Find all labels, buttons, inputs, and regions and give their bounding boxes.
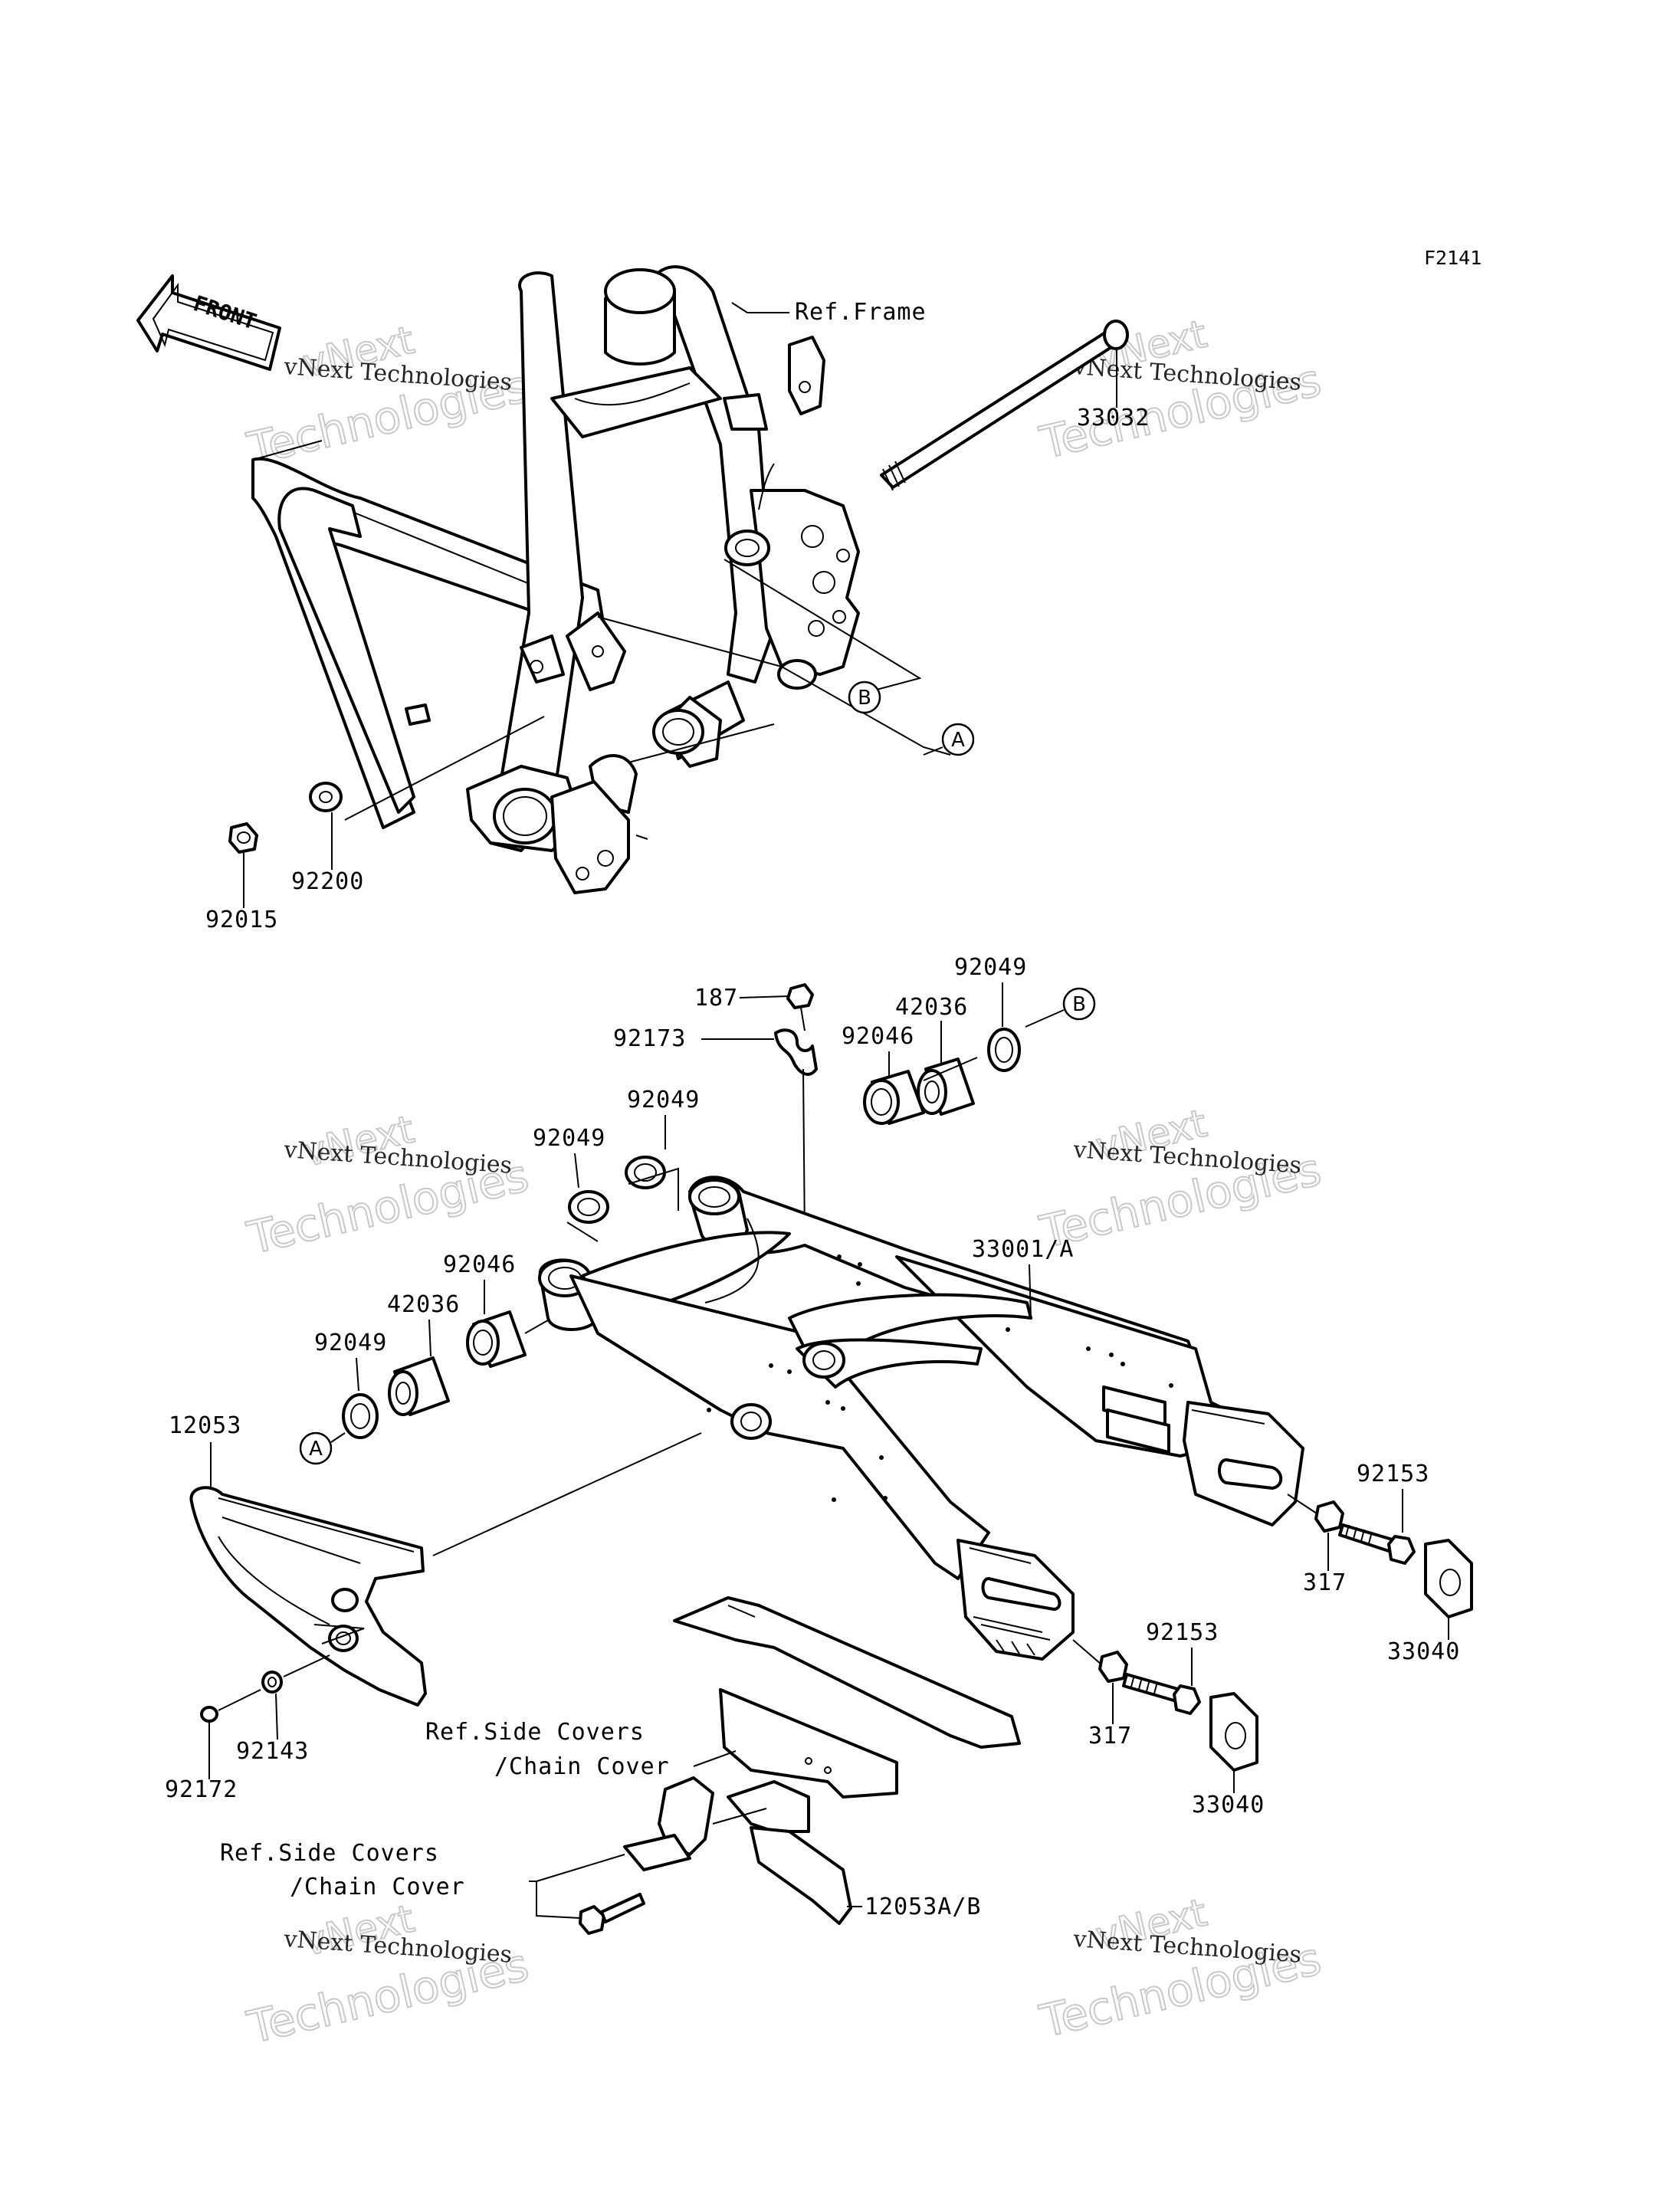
label-92049-low: 92049 (314, 1330, 387, 1356)
screw-92172 (200, 1706, 218, 1723)
label-92049-mid2: 92049 (627, 1087, 700, 1113)
svg-text:B: B (858, 687, 871, 710)
label-92153-r: 92153 (1357, 1461, 1429, 1487)
bearing-92046-low (466, 1310, 527, 1368)
circle-a-top: A (941, 723, 975, 756)
chain-guide-12053 (189, 1486, 427, 1707)
label-ref-side-covers-1: Ref.Side Covers (425, 1719, 645, 1746)
label-187: 187 (694, 985, 738, 1012)
clip-92173 (774, 1028, 818, 1076)
nut-317-r (1314, 1500, 1344, 1533)
chain-cover-upper (673, 1596, 1021, 1799)
label-92200: 92200 (291, 868, 364, 895)
label-chain-cover-2: /Chain Cover (290, 1874, 465, 1900)
svg-text:A: A (951, 729, 965, 752)
label-92173: 92173 (613, 1025, 686, 1052)
label-ref-frame: Ref.Frame (795, 299, 927, 326)
label-33032: 33032 (1077, 405, 1150, 431)
seal-92049-top (987, 1028, 1021, 1072)
label-92046-top: 92046 (842, 1023, 914, 1050)
ref-line-b (724, 559, 922, 694)
pivot-shaft-33032 (880, 320, 1129, 491)
label-92046-low: 92046 (443, 1251, 516, 1278)
bearing-92046-top (863, 1070, 925, 1125)
label-42036-low: 42036 (387, 1291, 460, 1318)
label-33001a: 33001/A (972, 1236, 1074, 1263)
bolt-92153-r (1338, 1523, 1416, 1565)
circle-b-lower: B (1062, 987, 1096, 1021)
nut-92015 (228, 822, 258, 854)
nut-317-c (1098, 1651, 1128, 1683)
svg-text:A: A (309, 1438, 323, 1461)
circle-a-lower: A (299, 1431, 333, 1465)
chain-cover-lower-12053ab (727, 1780, 852, 1925)
seal-92049-low (342, 1393, 379, 1439)
bolt-92153-c (1122, 1673, 1201, 1715)
label-92143: 92143 (236, 1738, 309, 1765)
frame-assembly (251, 265, 860, 894)
front-arrow-icon: FRONT (136, 274, 281, 371)
seal-92049-mid2 (625, 1156, 666, 1189)
label-12053ab: 12053A/B (865, 1894, 982, 1920)
plate-33040-r (1424, 1539, 1473, 1618)
washer-92200 (309, 782, 343, 812)
washer-92143 (261, 1671, 283, 1694)
sleeve-42036-low (388, 1356, 450, 1416)
label-33040-c: 33040 (1192, 1792, 1265, 1818)
circle-b-top: B (848, 680, 881, 714)
plate-33040-c (1209, 1692, 1258, 1772)
label-317-r: 317 (1303, 1569, 1347, 1596)
cover-bolt (579, 1893, 645, 1935)
svg-text:B: B (1072, 993, 1086, 1016)
label-92172: 92172 (165, 1776, 238, 1803)
seal-92049-mid1 (568, 1190, 609, 1224)
label-12053: 12053 (169, 1412, 241, 1439)
label-33040-r: 33040 (1387, 1638, 1460, 1665)
label-ref-side-covers-2: Ref.Side Covers (220, 1840, 439, 1867)
label-317-c: 317 (1088, 1723, 1132, 1749)
label-42036-top: 42036 (895, 994, 968, 1021)
swing-arm-33001 (538, 1176, 1304, 1661)
label-92049-mid1: 92049 (533, 1125, 605, 1152)
label-chain-cover-1: /Chain Cover (494, 1753, 670, 1780)
label-92015: 92015 (205, 907, 278, 933)
cover-bracket (623, 1776, 714, 1871)
figure-code: F2141 (1424, 247, 1481, 269)
label-92153-c: 92153 (1146, 1619, 1219, 1646)
sleeve-42036-top (917, 1058, 975, 1116)
label-92049-top: 92049 (954, 954, 1027, 981)
bolt-187 (786, 983, 814, 1031)
